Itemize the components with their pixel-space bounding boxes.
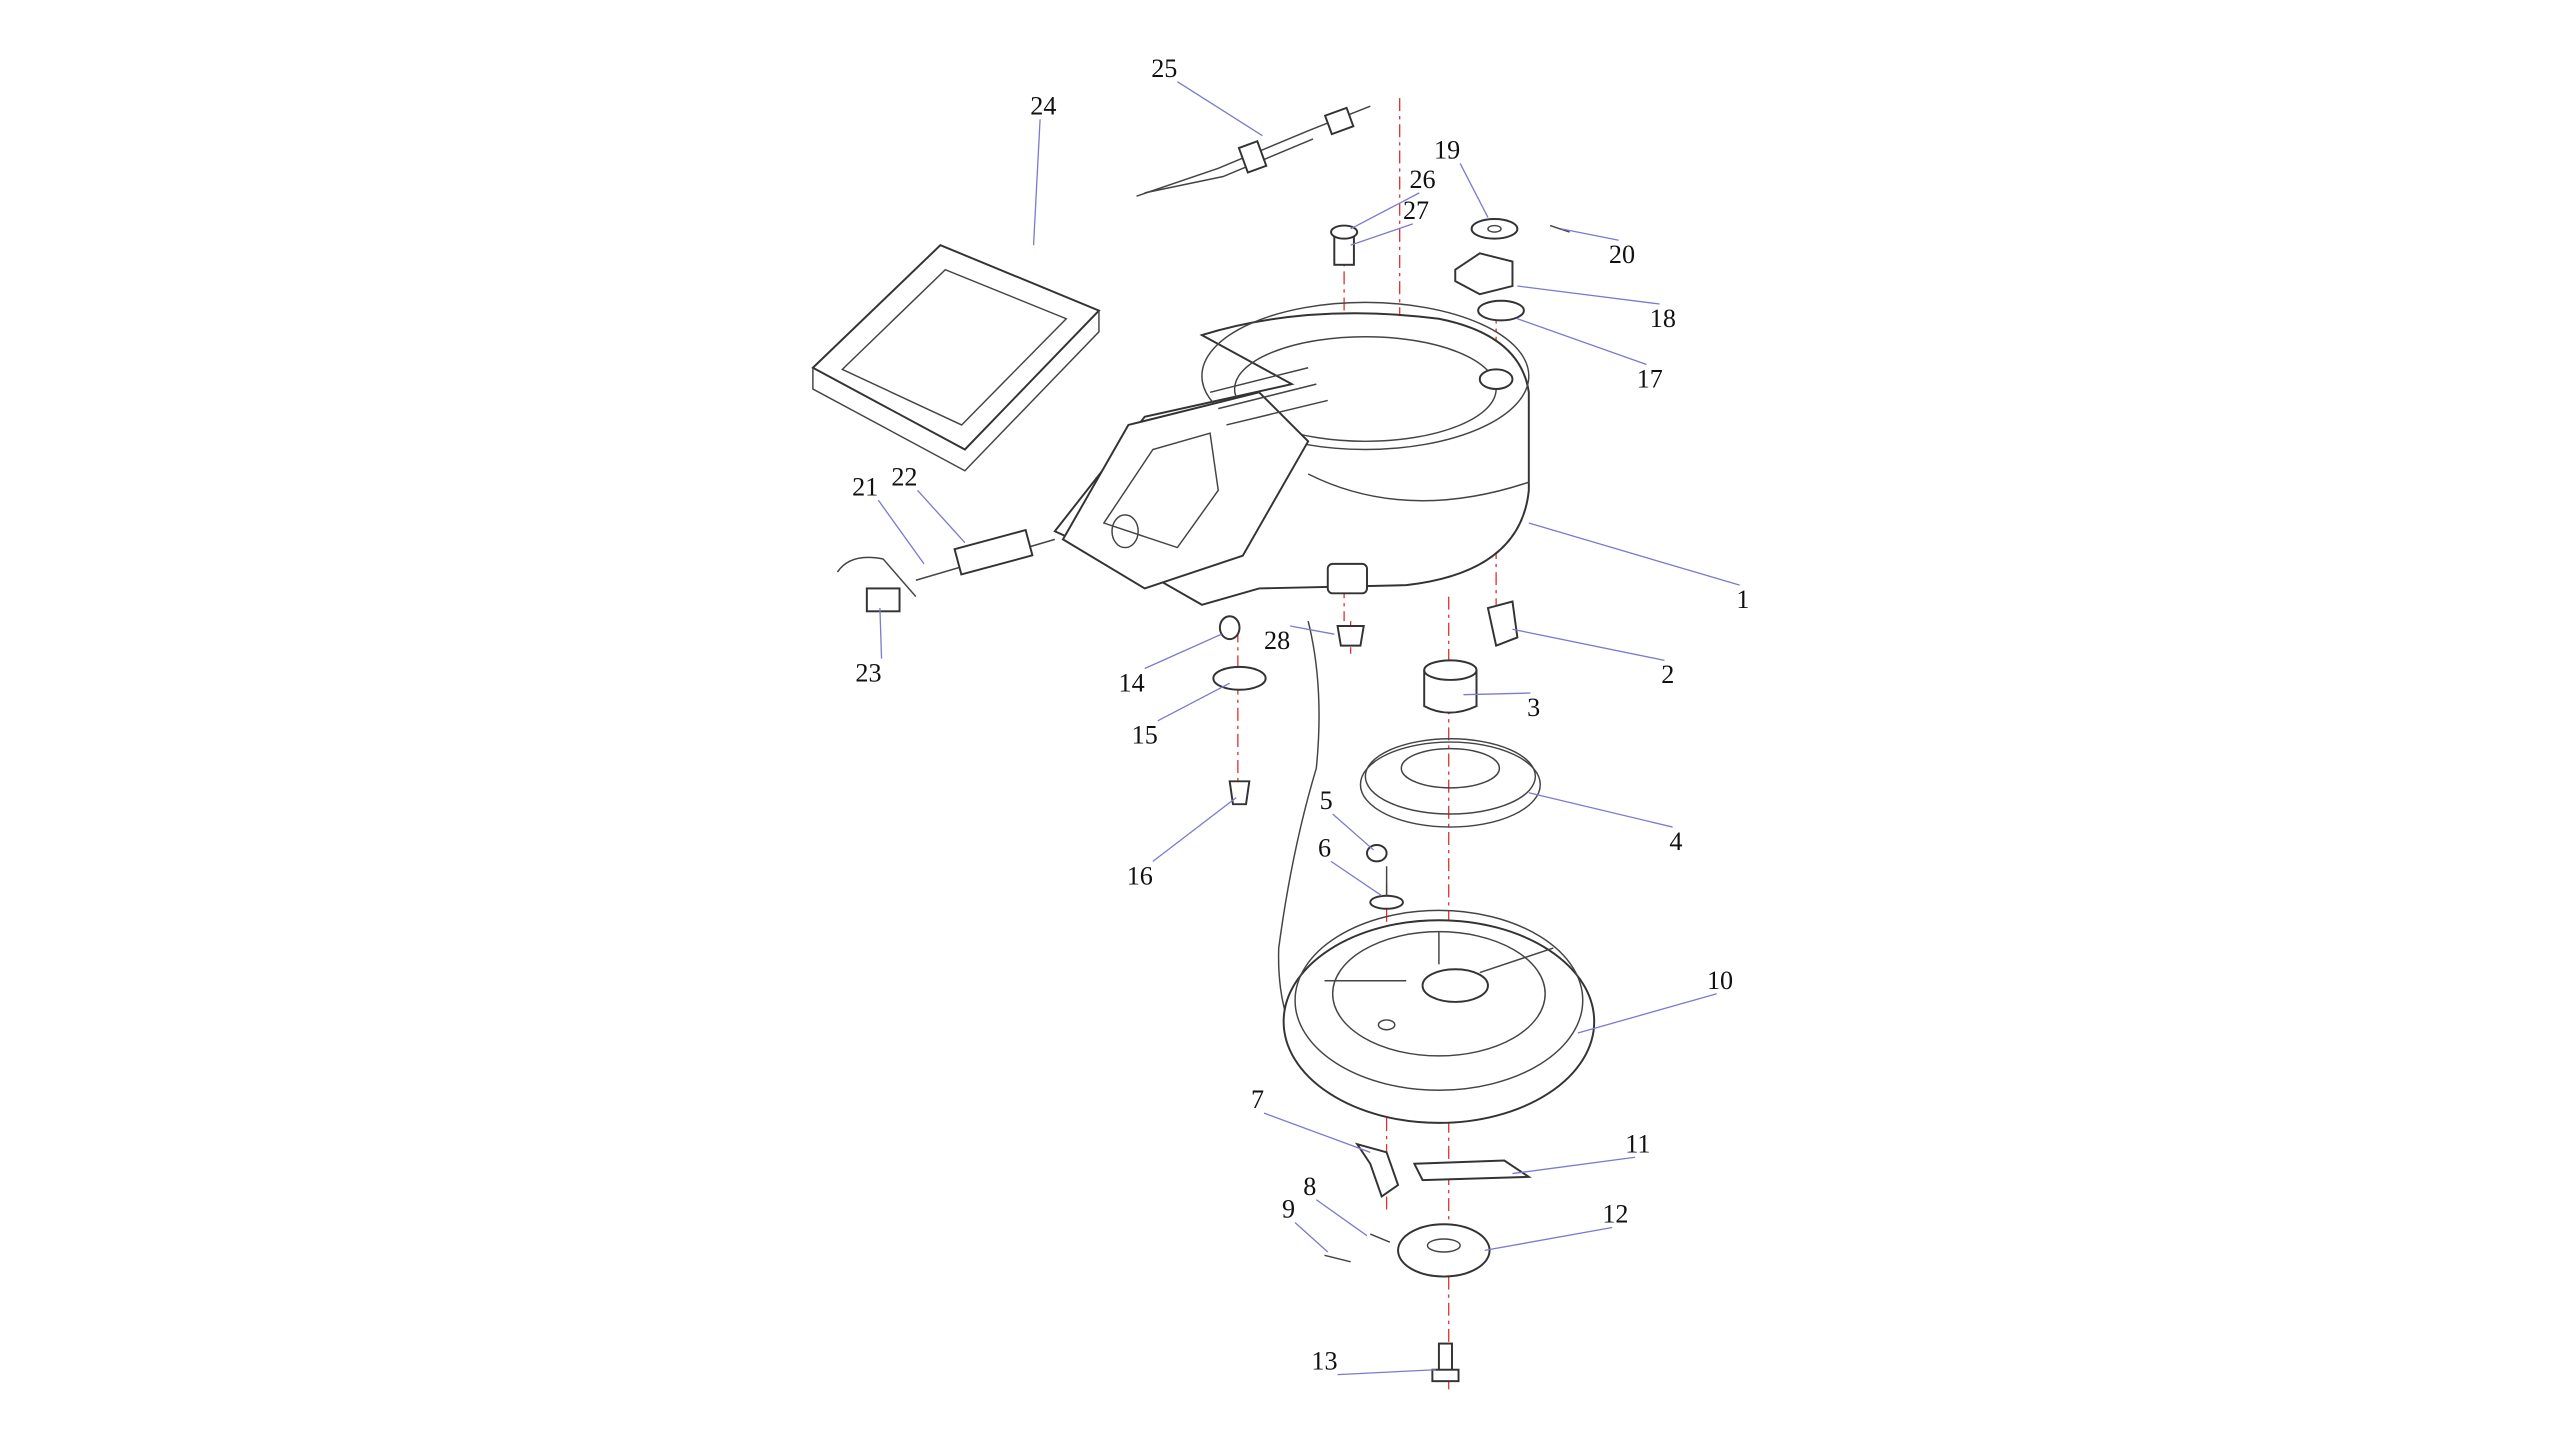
leader-line-2: [1512, 628, 1665, 661]
part-label-13: 13: [1311, 1347, 1337, 1376]
blower-housing: [1053, 301, 1530, 606]
part-label-5: 5: [1320, 786, 1333, 815]
leader-line-13: [1337, 1369, 1436, 1376]
leader-line-24: [1032, 119, 1041, 246]
leader-line-5: [1332, 813, 1374, 851]
part-label-17: 17: [1637, 364, 1663, 393]
part-label-2: 2: [1661, 660, 1674, 689]
small-parts-top: [1330, 218, 1570, 322]
leader-line-15: [1157, 682, 1230, 722]
leader-line-22: [917, 489, 966, 544]
leader-line-28: [1290, 625, 1335, 635]
part-label-26: 26: [1409, 165, 1435, 194]
part-label-6: 6: [1318, 833, 1331, 862]
starter-handle: [836, 528, 1056, 613]
part-label-4: 4: [1669, 827, 1682, 856]
leader-line-10: [1577, 993, 1717, 1034]
leader-line-9: [1294, 1222, 1329, 1253]
part-label-20: 20: [1609, 240, 1635, 269]
small-parts-bottom: [1324, 1142, 1532, 1383]
part-label-28: 28: [1264, 626, 1290, 655]
leader-line-6: [1330, 860, 1383, 897]
leader-line-14: [1144, 633, 1222, 670]
centerlines: [1237, 98, 1497, 1390]
air-filter-frame: [811, 244, 1101, 472]
part-label-16: 16: [1127, 861, 1153, 890]
screw-and-washer: [1366, 844, 1404, 910]
leader-line-23: [879, 608, 883, 659]
leader-line-1: [1528, 522, 1740, 586]
part-label-21: 21: [852, 472, 878, 501]
leader-line-11: [1512, 1156, 1636, 1175]
leader-line-25: [1177, 81, 1263, 137]
leader-line-18: [1517, 285, 1660, 305]
part-label-1: 1: [1736, 585, 1749, 614]
part-label-10: 10: [1707, 966, 1733, 995]
small-parts-middle: [1212, 600, 1519, 806]
part-label-19: 19: [1434, 136, 1460, 165]
spring-and-bushing: [1359, 659, 1541, 828]
throttle-cable: [1136, 105, 1371, 197]
part-label-18: 18: [1650, 304, 1676, 333]
part-label-27: 27: [1403, 196, 1429, 225]
recoil-pulley: [1282, 909, 1596, 1124]
leader-line-21: [877, 499, 925, 565]
leader-line-27: [1350, 223, 1413, 246]
part-label-23: 23: [855, 659, 881, 688]
leader-line-19: [1459, 163, 1489, 218]
leader-line-7: [1263, 1112, 1371, 1153]
leader-line-8: [1315, 1199, 1368, 1237]
part-label-12: 12: [1602, 1200, 1628, 1229]
leader-line-20: [1561, 228, 1619, 241]
part-label-9: 9: [1282, 1195, 1295, 1224]
part-label-15: 15: [1132, 721, 1158, 750]
part-label-25: 25: [1151, 54, 1177, 83]
leader-line-26: [1350, 192, 1420, 230]
part-label-11: 11: [1625, 1129, 1650, 1158]
part-label-8: 8: [1303, 1172, 1316, 1201]
part-label-7: 7: [1251, 1085, 1264, 1114]
leader-line-16: [1152, 797, 1237, 862]
part-label-22: 22: [891, 462, 917, 491]
part-label-24: 24: [1030, 91, 1056, 120]
part-label-3: 3: [1527, 693, 1540, 722]
part-label-14: 14: [1119, 668, 1145, 697]
leader-line-4: [1528, 792, 1673, 828]
leader-line-3: [1463, 692, 1531, 696]
leader-line-12: [1484, 1226, 1613, 1252]
leader-line-17: [1517, 318, 1647, 366]
